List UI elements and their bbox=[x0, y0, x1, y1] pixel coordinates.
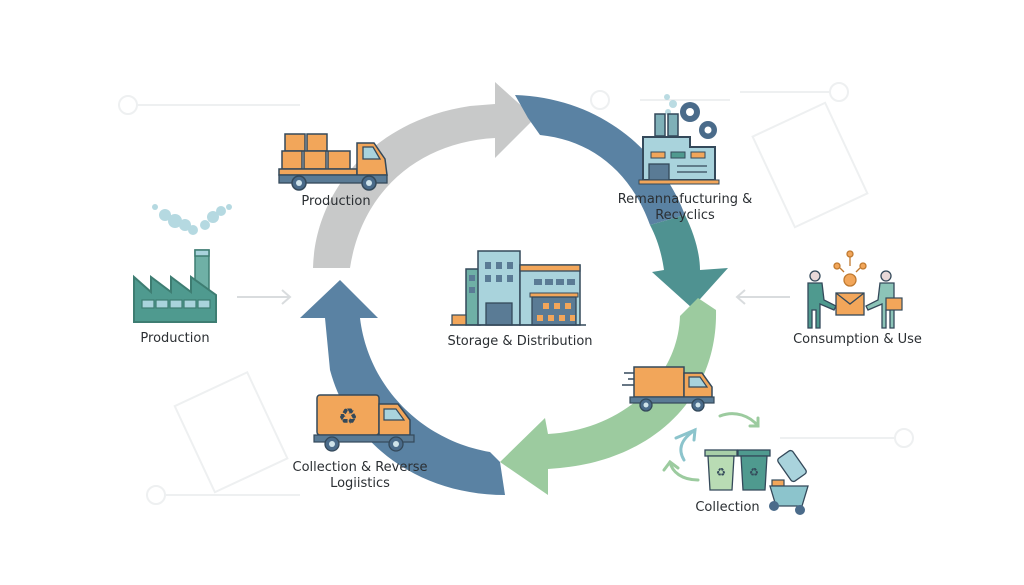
bin-light-green: ♻ bbox=[704, 449, 738, 491]
cycle-arrow-reverse-logistics-to-production bbox=[300, 280, 505, 495]
label-remanufacturing: Remannafucturing & Recyclics bbox=[605, 192, 765, 224]
gear-icon bbox=[680, 102, 717, 139]
cycle-arrow-delivery-to-reverse-logistics bbox=[500, 298, 717, 495]
decor-card bbox=[751, 101, 869, 229]
moving-delivery-truck-icon bbox=[622, 366, 715, 412]
node-remanufacturing bbox=[635, 92, 730, 187]
cycle-arrow-small bbox=[718, 412, 760, 428]
node-reverse-logistics: ♻ bbox=[312, 392, 416, 454]
warehouse-buildings-icon bbox=[450, 250, 586, 326]
arrow-production-to-cycle bbox=[237, 289, 292, 305]
waste-cart-icon bbox=[769, 449, 809, 515]
delivery-truck-boxes-icon bbox=[278, 133, 388, 191]
label-remanufacturing-line-2: Recyclics bbox=[655, 208, 715, 223]
cycle-arrow-production-to-remanufacturing bbox=[313, 82, 535, 268]
node-delivery bbox=[622, 363, 717, 413]
label-consumption: Consumption & Use bbox=[793, 332, 922, 347]
label-reverse-logistics-line-2: Logiistics bbox=[330, 476, 390, 491]
recycle-icon: ♻ bbox=[338, 405, 358, 430]
label-production-left: Production bbox=[140, 331, 210, 346]
bin-teal: ♻ bbox=[737, 449, 771, 491]
factory-icon bbox=[133, 204, 232, 323]
label-storage: Storage & Distribution bbox=[447, 334, 593, 349]
label-production-top: Production bbox=[301, 194, 371, 209]
decor-node bbox=[118, 95, 138, 115]
label-reverse-logistics: Collection & Reverse Logiistics bbox=[285, 460, 435, 492]
recycling-bins-icon: ♻ ♻ bbox=[662, 412, 809, 515]
recycle-truck-icon: ♻ bbox=[313, 394, 415, 452]
decor-node bbox=[894, 428, 914, 448]
node-production-left bbox=[125, 195, 235, 335]
decor-node bbox=[829, 82, 849, 102]
cycle-arrow-to-consumption bbox=[650, 215, 728, 308]
label-remanufacturing-line-1: Remannafucturing & bbox=[617, 192, 753, 207]
node-storage bbox=[448, 245, 588, 330]
node-consumption bbox=[800, 248, 910, 329]
decor-card bbox=[173, 370, 289, 494]
people-exchange-package-icon bbox=[807, 250, 903, 329]
factory-gears-icon bbox=[638, 94, 720, 185]
decor-node bbox=[146, 485, 166, 505]
label-collection: Collection bbox=[695, 500, 760, 515]
node-collection: ♻ ♻ bbox=[650, 410, 825, 520]
cycle-arrow-remanufacturing-segment bbox=[515, 95, 685, 225]
label-reverse-logistics-line-1: Collection & Reverse bbox=[292, 460, 428, 475]
svg-text:♻: ♻ bbox=[749, 466, 759, 479]
decor-node bbox=[590, 90, 610, 110]
svg-text:♻: ♻ bbox=[716, 466, 726, 479]
node-production-top bbox=[277, 131, 392, 191]
arrow-consumption-to-cycle bbox=[735, 289, 790, 305]
